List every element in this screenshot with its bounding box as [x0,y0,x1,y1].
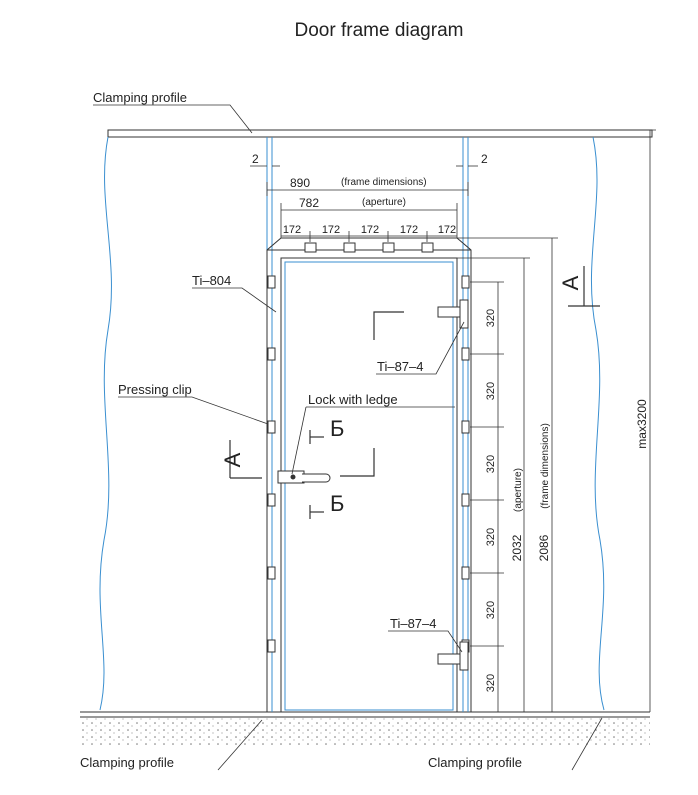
section-b-bottom: Б [330,491,344,516]
dim-aperture-width: 782 [299,196,319,210]
leader-lines [93,104,603,771]
label-ti874-top: Ti–87–4 [377,359,424,374]
dim-gap-left: 2 [252,152,259,166]
dim-aperture-height-note: (aperture) [513,468,524,512]
section-a-right: A [558,275,583,290]
annotation-labels: Clamping profile Ti–804 Pressing clip Lo… [80,90,522,770]
dim-top-segment: 172 [322,224,340,236]
dim-hinge-spacing: 320 [485,382,497,400]
dim-top-segment: 172 [361,224,379,236]
dim-top-segment: 172 [283,224,301,236]
label-clamping-bottom-left: Clamping profile [80,755,174,770]
dim-hinge-spacing: 320 [485,601,497,619]
horizontal-dimensions [250,165,478,242]
dim-hinge-spacing: 320 [485,674,497,692]
dim-hinge-spacing: 320 [485,309,497,327]
dim-hinge-spacing: 320 [485,455,497,473]
label-lock: Lock with ledge [308,392,398,407]
lock-with-ledge [277,470,331,484]
label-pressing-clip: Pressing clip [118,382,192,397]
dim-frame-width: 890 [290,176,310,190]
diagram-title: Door frame diagram [294,20,464,41]
ti874-holders [437,299,469,671]
section-marks [229,266,600,519]
top-clamping-profile [107,129,653,138]
dim-top-segment: 172 [438,224,456,236]
label-clamping-bottom-right: Clamping profile [428,755,522,770]
dim-frame-height-note: (frame dimensions) [540,423,551,509]
dim-gap-right: 2 [481,152,488,166]
label-ti804: Ti–804 [192,273,231,288]
dim-aperture-width-note: (aperture) [362,197,406,208]
dim-frame-height: 2086 [537,534,551,561]
dimension-labels: 2 2 890 (frame dimensions) 782 (aperture… [252,152,649,692]
left-pressing-clips [267,275,276,653]
section-b-top: Б [330,416,344,441]
vertical-dimensions [457,129,656,712]
wall-left-edge [99,136,112,711]
dim-max-height: max3200 [635,399,649,449]
section-a-left: A [220,452,245,467]
label-clamping-top: Clamping profile [93,90,187,105]
dim-top-segment: 172 [400,224,418,236]
section-letters: A A Б Б [220,275,583,516]
dim-frame-width-note: (frame dimensions) [341,177,427,188]
dim-hinge-spacing: 320 [485,528,497,546]
top-fixings [304,242,434,253]
wall-right-edge [590,136,605,711]
dim-aperture-height: 2032 [510,534,524,561]
label-ti874-bottom: Ti–87–4 [390,616,437,631]
floor [80,711,650,746]
door-frame [266,237,472,712]
